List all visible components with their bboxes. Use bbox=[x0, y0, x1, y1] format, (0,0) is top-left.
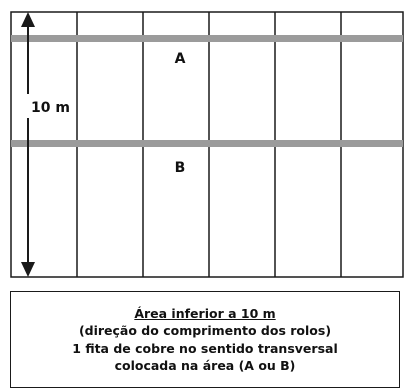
caption-line-3: colocada na área (A ou B) bbox=[114, 358, 296, 373]
caption-box: Área inferior a 10 m (direção do comprim… bbox=[10, 291, 400, 388]
caption-line-2: 1 fita de cobre no sentido transversal bbox=[72, 340, 338, 356]
roof-rolls-diagram: 10 m A B bbox=[10, 11, 404, 278]
area-b-label: B bbox=[175, 160, 186, 176]
area-a-label: A bbox=[175, 51, 186, 67]
arrow-up-icon bbox=[21, 12, 35, 27]
caption-title: Área inferior a 10 m bbox=[134, 305, 276, 321]
arrow-down-icon bbox=[21, 262, 35, 277]
caption-line-1: (direção do comprimento dos rolos) bbox=[78, 323, 332, 338]
height-label: 10 m bbox=[31, 100, 70, 116]
copper-tape-upper bbox=[11, 35, 403, 42]
copper-tape-lower bbox=[11, 140, 403, 147]
